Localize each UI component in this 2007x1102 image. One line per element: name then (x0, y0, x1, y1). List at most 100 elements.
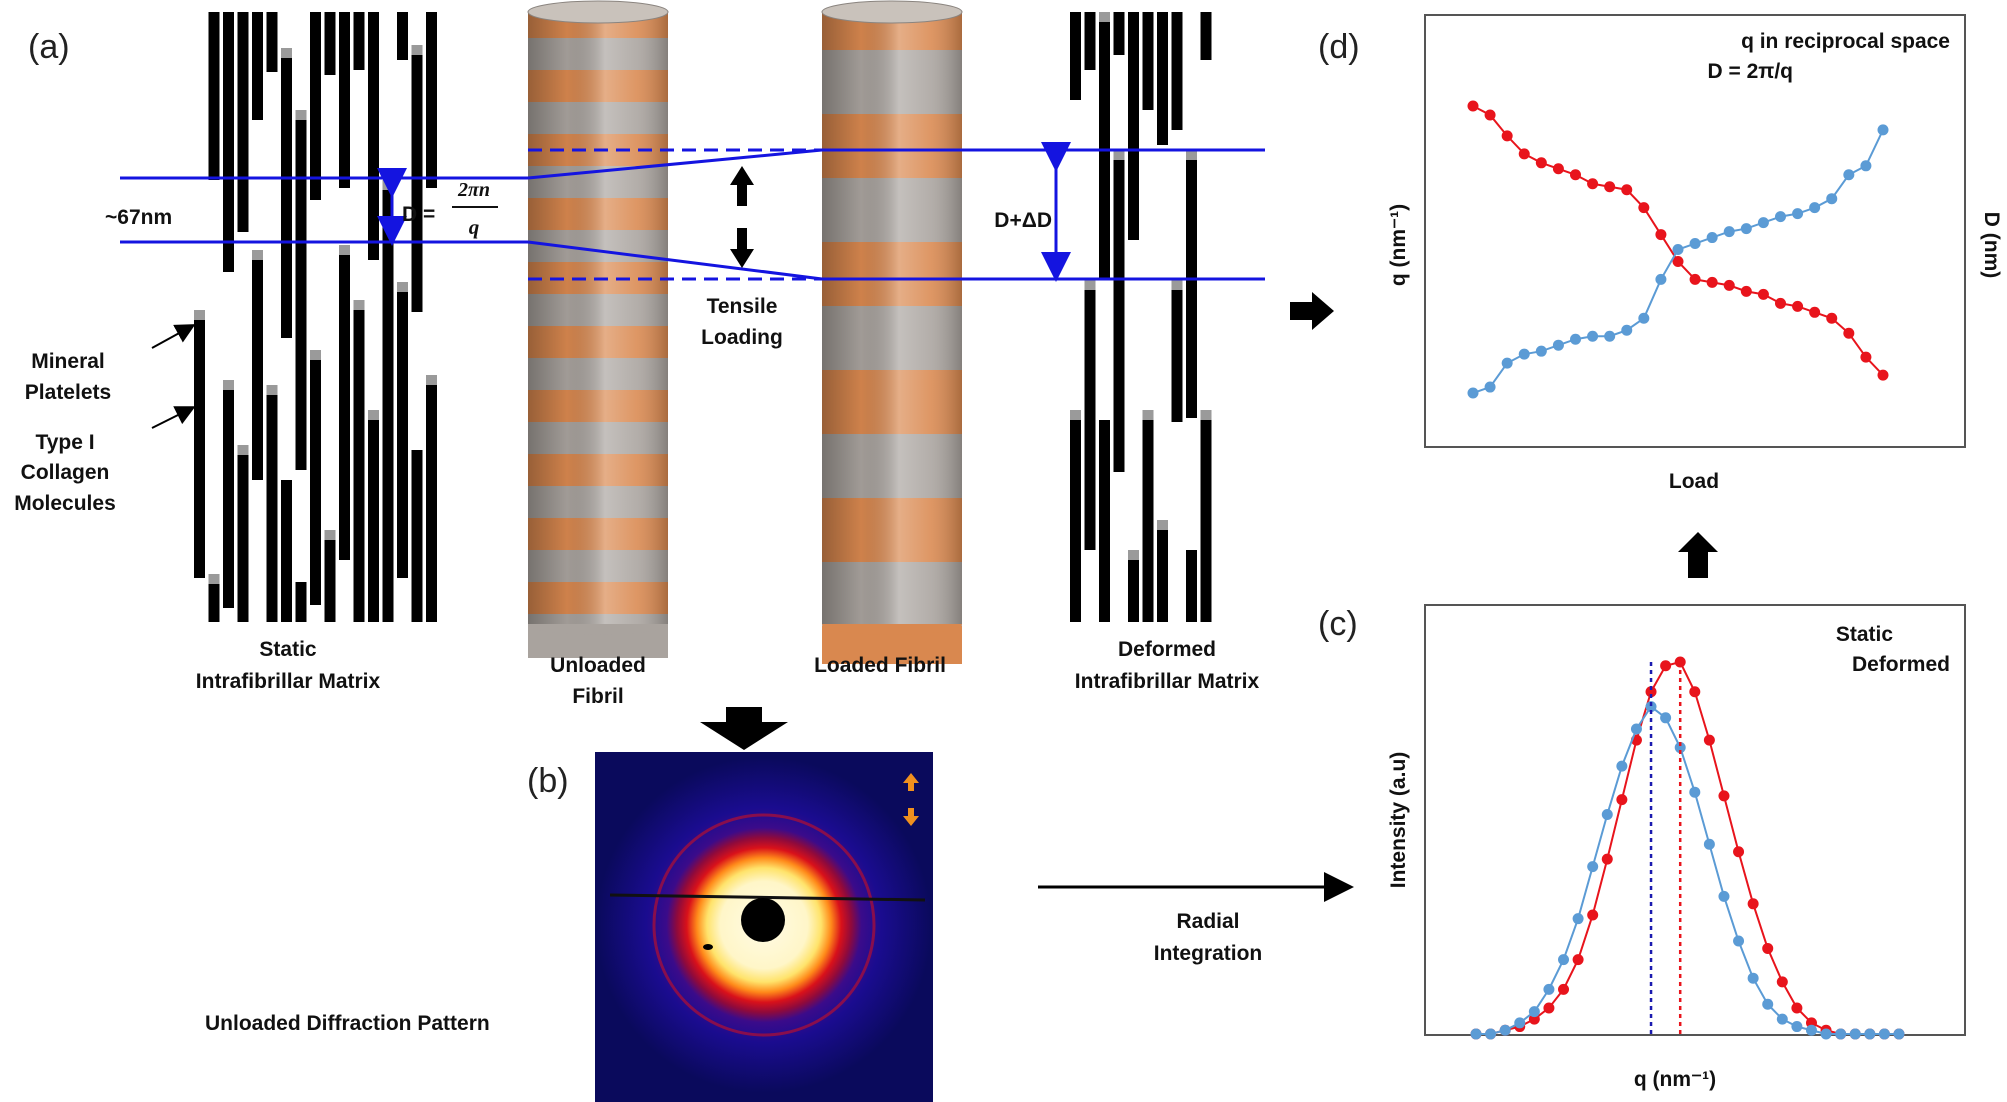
collagen-molecule (397, 292, 408, 578)
data-point (1543, 1002, 1555, 1014)
blue-reference-lines (120, 142, 1265, 282)
data-point (1775, 297, 1786, 309)
collagen-molecule (194, 320, 205, 578)
data-point (1484, 381, 1496, 393)
data-point (1621, 324, 1633, 336)
data-point (1689, 273, 1701, 285)
data-point (1723, 279, 1735, 291)
collagen-label: Type I Collagen Molecules (14, 431, 116, 515)
mineral-platelet (1186, 150, 1197, 160)
data-point (1776, 976, 1788, 988)
collagen-molecule (223, 12, 234, 272)
data-point (1747, 898, 1759, 910)
collagen-molecule (1070, 420, 1081, 622)
data-point (1604, 181, 1616, 193)
mineral-platelet (397, 282, 408, 292)
data-point (1558, 983, 1570, 995)
data-point (1484, 109, 1496, 121)
collagen-molecule (237, 12, 249, 232)
collagen-molecule (368, 420, 379, 622)
data-point (1543, 983, 1555, 995)
d-formula-denominator: q (469, 215, 480, 239)
mineral-platelet (1113, 150, 1125, 160)
svg-text:Intrafibrillar Matrix: Intrafibrillar Matrix (1075, 670, 1260, 693)
data-point (1718, 890, 1730, 902)
collagen-molecule (324, 540, 336, 622)
mineral-platelet (1070, 410, 1081, 420)
collagen-molecule (353, 12, 365, 70)
data-point (1740, 285, 1752, 297)
chart-intensity-vs-q: Static Deformed q (nm⁻¹) Intensity (a.u) (1387, 604, 1966, 1091)
black-arrow-icon (700, 707, 788, 750)
collagen-molecule (295, 582, 307, 622)
mineral-platelet (353, 300, 365, 310)
collagen-molecule (223, 390, 234, 608)
data-point (1672, 244, 1684, 256)
panel-label-b: (b) (527, 762, 569, 800)
series-deformed (1470, 701, 1905, 1040)
mineral-platelet (310, 350, 321, 360)
collagen-molecule (1186, 160, 1197, 418)
data-point (1604, 330, 1616, 342)
data-point (1638, 202, 1650, 214)
black-arrow-icon (1290, 292, 1334, 330)
collagen-molecule (411, 55, 423, 312)
collagen-molecule (1142, 12, 1154, 110)
approx-period-label: ~67nm (105, 206, 172, 229)
collagen-molecule (411, 450, 423, 622)
svg-text:Mineral: Mineral (31, 350, 105, 373)
collagen-molecule (1171, 12, 1183, 130)
collagen-molecule (281, 480, 292, 622)
data-point (1601, 853, 1613, 865)
collagen-molecule (339, 255, 350, 560)
svg-text:Integration: Integration (1154, 942, 1263, 965)
collagen-molecule (426, 385, 437, 622)
data-point (1514, 1017, 1526, 1029)
collagen-molecule (1142, 420, 1154, 622)
collagen-molecule (1084, 12, 1096, 70)
collagen-molecule (1113, 12, 1125, 55)
data-point (1572, 913, 1584, 925)
black-arrow-icon (1678, 532, 1718, 578)
data-point (1706, 232, 1718, 244)
mineral-platelet (1099, 12, 1110, 22)
mineral-platelet (411, 45, 423, 55)
data-point (1535, 345, 1547, 357)
data-point (1877, 369, 1889, 381)
svg-text:Type I: Type I (35, 431, 94, 454)
data-point (1757, 217, 1769, 229)
chart-c-xlabel: q (nm⁻¹) (1634, 1068, 1716, 1091)
data-point (1809, 306, 1821, 318)
data-point (1689, 238, 1701, 250)
data-point (1570, 169, 1581, 181)
collagen-molecule (426, 12, 437, 188)
mineral-platelet (281, 48, 292, 58)
mineral-platelet (1084, 280, 1096, 290)
data-point (1558, 954, 1570, 966)
data-point (1674, 742, 1686, 754)
data-point (1638, 312, 1650, 324)
data-point (1689, 786, 1701, 798)
data-point (1733, 846, 1745, 858)
mineral-platelet (1128, 550, 1139, 560)
collagen-molecule (1070, 12, 1081, 100)
data-point (1703, 838, 1715, 850)
mineral-platelet (266, 385, 278, 395)
collagen-molecule (208, 12, 220, 180)
data-point (1792, 208, 1804, 220)
data-point (1655, 229, 1667, 241)
data-point (1820, 1028, 1832, 1040)
data-point (1587, 178, 1599, 190)
data-point (1587, 330, 1599, 342)
data-point (1572, 954, 1584, 966)
chart-q-and-d-vs-load: q in reciprocal space D = 2π/q Load q (n… (1387, 14, 2003, 493)
collagen-molecule (310, 12, 321, 200)
collagen-molecule (310, 360, 321, 605)
data-point (1660, 660, 1672, 672)
collagen-molecule (266, 12, 278, 72)
data-point (1757, 288, 1769, 300)
chart-d-ylabel: q (nm⁻¹) (1387, 204, 1410, 286)
data-point (1570, 333, 1581, 345)
collagen-molecule (1200, 420, 1212, 622)
mineral-pointer-arrow (151, 324, 196, 349)
